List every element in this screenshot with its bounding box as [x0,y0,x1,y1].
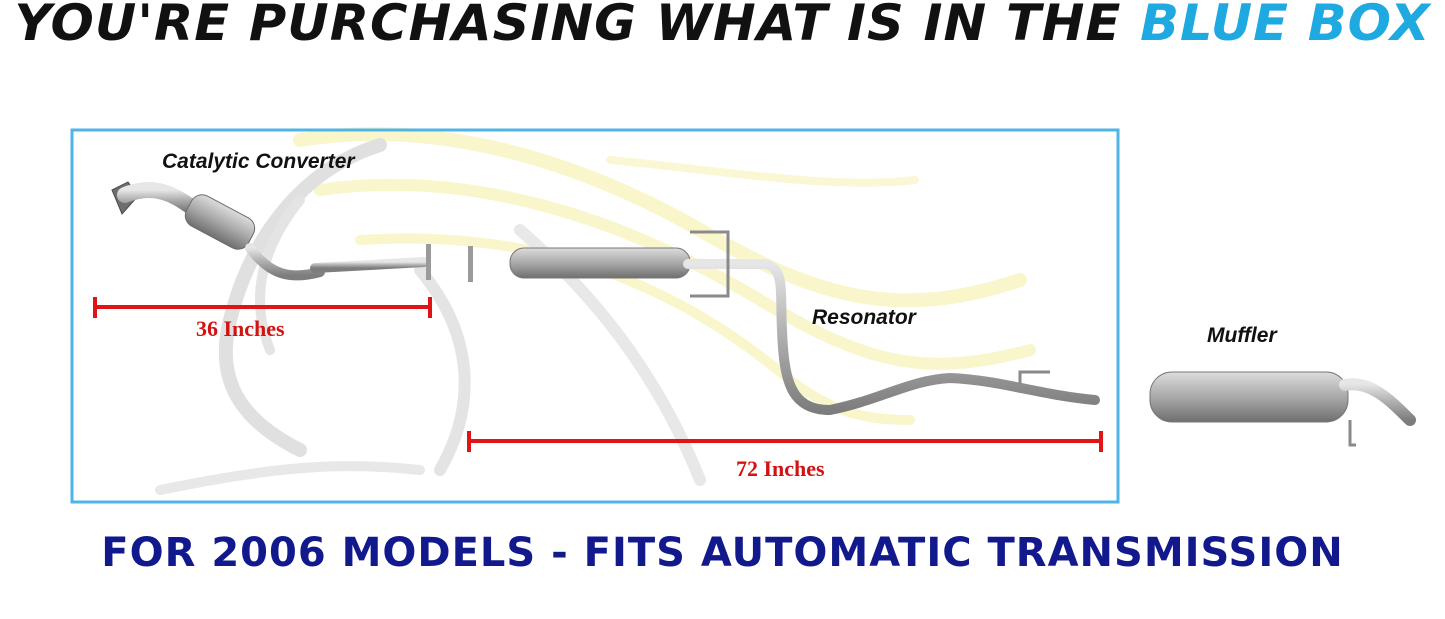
muffler-label: Muffler [1207,324,1277,347]
fitment-note: FOR 2006 MODELS - FITS AUTOMATIC TRANSMI… [101,530,1344,576]
headline-highlight: BLUE BOX [1140,0,1431,52]
catalytic-converter-label: Catalytic Converter [162,150,355,173]
dimension-36 [93,297,432,318]
resonator-label: Resonator [812,306,916,329]
headline: YOU'RE PURCHASING WHAT IS IN THE BLUE BO… [0,0,1445,52]
dimension-72 [467,431,1103,452]
rear-section-length: 72 Inches [736,456,825,481]
blue-box [70,128,1120,504]
resonator-part [468,230,1100,416]
catalytic-converter-part [111,181,431,281]
headline-prefix: YOU'RE PURCHASING WHAT IS IN THE [14,0,1141,52]
muffler-part [1133,371,1416,447]
front-pipe-length: 36 Inches [196,316,285,341]
